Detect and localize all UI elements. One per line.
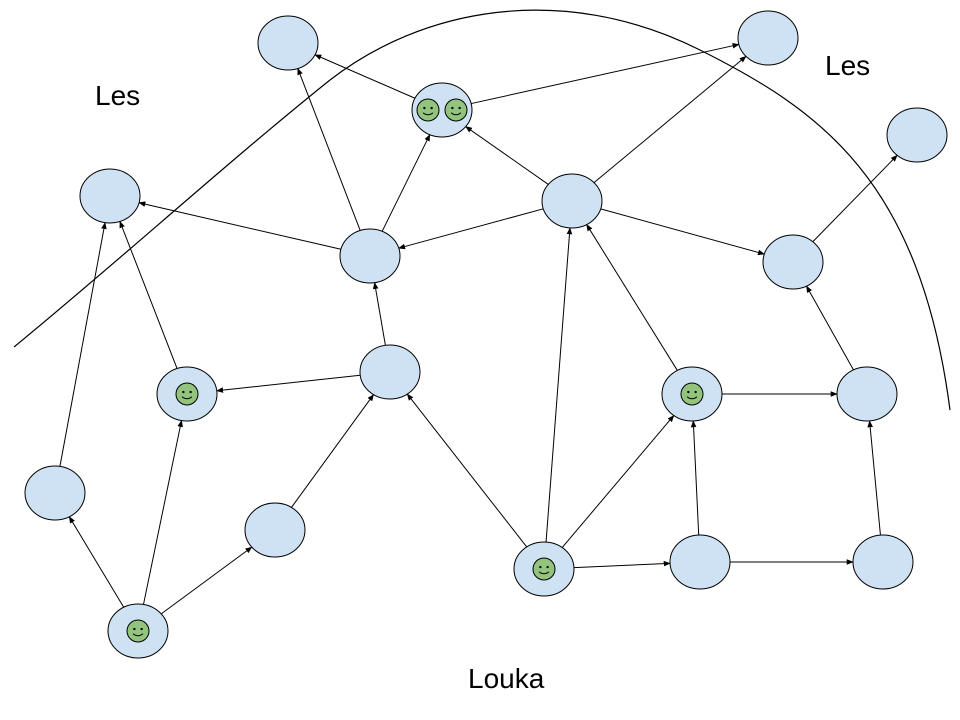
node-ellipse	[244, 502, 306, 558]
edge-n12-n8	[806, 285, 854, 371]
forest-boundary-right	[329, 9, 951, 411]
node-ellipse	[339, 228, 401, 284]
edge-n15-n9	[406, 393, 528, 548]
node-ellipse	[737, 10, 799, 66]
edge-n18-n14	[160, 546, 253, 615]
node-ellipse	[669, 534, 731, 590]
edge-n6-n7	[398, 208, 544, 250]
node-n16	[669, 534, 731, 590]
edge-n6-n2	[465, 126, 549, 185]
node-n8	[762, 234, 824, 290]
edge-n15-n11	[561, 414, 675, 548]
node-ellipse	[24, 465, 86, 521]
label-les-right: Les	[825, 50, 870, 81]
smiley-icon	[444, 98, 468, 122]
edge-n7-n1	[297, 67, 361, 231]
node-n13	[24, 465, 86, 521]
edge-n6-n8	[600, 208, 765, 256]
node-ellipse	[79, 168, 141, 224]
edge-n2-n1	[314, 54, 416, 99]
node-n14	[244, 502, 306, 558]
edge-n18-n13	[68, 516, 125, 608]
node-n5	[79, 168, 141, 224]
node-ellipse	[836, 366, 898, 422]
forest-boundary-left	[13, 79, 331, 348]
label-les-left: Les	[95, 80, 140, 111]
nodes-layer	[24, 10, 948, 659]
edge-n9-n10	[216, 374, 361, 393]
edge-n18-n10	[142, 419, 183, 605]
edge-n8-n4	[812, 154, 898, 243]
node-n4	[886, 107, 948, 163]
node-ellipse	[852, 534, 914, 590]
edge-n9-n7	[372, 281, 386, 346]
smiley-icon	[532, 557, 556, 581]
node-ellipse	[257, 15, 319, 71]
node-ellipse	[359, 344, 421, 400]
smiley-icon	[680, 382, 704, 406]
smiley-icon	[416, 98, 440, 122]
edge-n15-n6	[545, 227, 573, 543]
node-n10	[156, 366, 218, 422]
node-ellipse	[886, 107, 948, 163]
node-n18	[107, 603, 169, 659]
edge-n2-n3	[471, 43, 740, 105]
edge-n14-n9	[291, 394, 374, 508]
node-n2	[411, 82, 473, 138]
node-n17	[852, 534, 914, 590]
node-n9	[359, 344, 421, 400]
edge-n15-n16	[573, 560, 671, 569]
node-n15	[513, 541, 575, 597]
edge-n7-n5	[138, 201, 342, 250]
node-n11	[661, 366, 723, 422]
node-n6	[541, 173, 603, 229]
edges-layer	[59, 43, 898, 615]
node-ellipse	[411, 82, 473, 138]
edge-n11-n6	[586, 223, 678, 371]
edge-n17-n12	[867, 420, 881, 536]
node-n3	[737, 10, 799, 66]
smiley-icon	[126, 619, 150, 643]
smiley-icon	[175, 382, 199, 406]
node-n1	[257, 15, 319, 71]
node-ellipse	[541, 173, 603, 229]
edge-n7-n2	[381, 134, 431, 232]
node-ellipse	[762, 234, 824, 290]
edge-n6-n3	[593, 55, 747, 184]
node-n7	[339, 228, 401, 284]
edge-n13-n5	[59, 221, 107, 467]
edge-n10-n5	[119, 220, 178, 369]
label-louka: Louka	[468, 663, 545, 694]
node-n12	[836, 366, 898, 422]
edge-n16-n11	[690, 420, 700, 536]
